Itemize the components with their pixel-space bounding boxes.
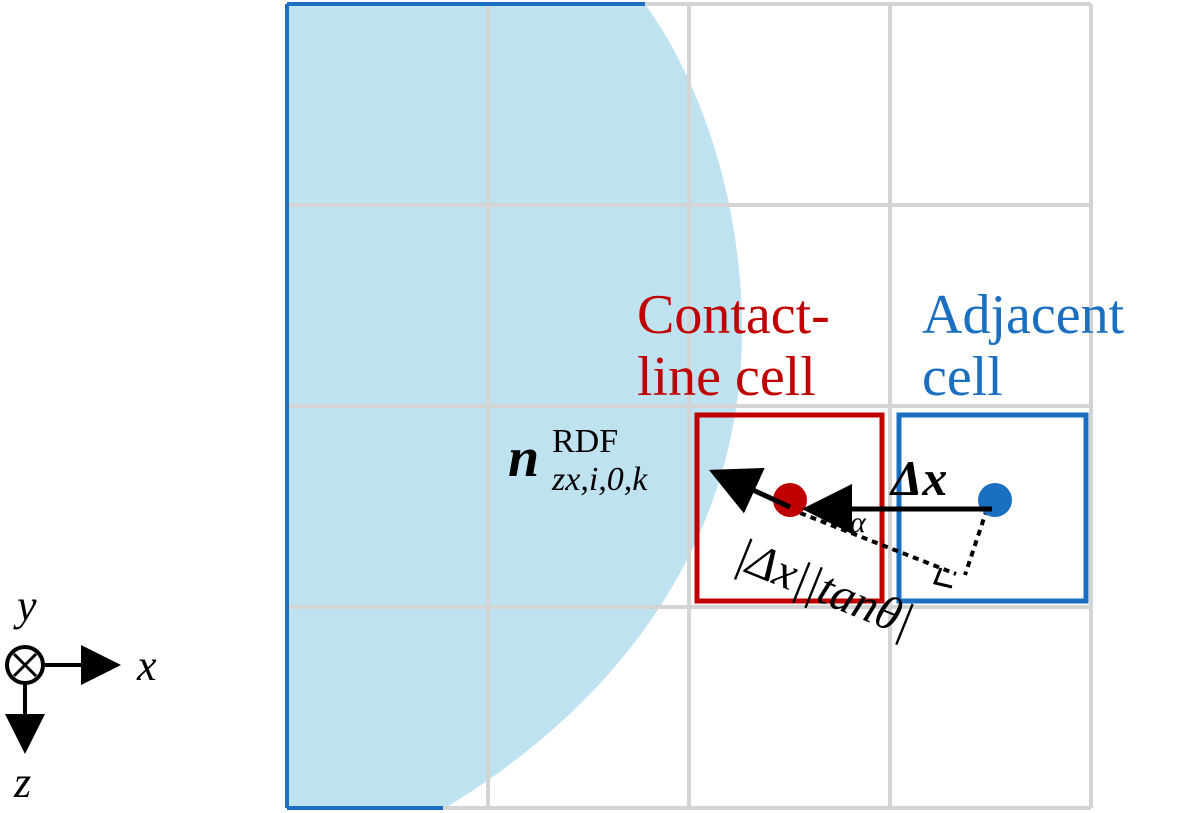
construction-lines: [789, 507, 989, 576]
right-angle-mark: [932, 567, 953, 589]
normal-vector-sup: RDF: [552, 423, 618, 460]
adjacent-cell-label-line1: Adjacent: [922, 284, 1125, 346]
contact-line-cell-label-line2: line cell: [637, 346, 816, 408]
coordinate-axes: x y z: [5, 581, 157, 807]
adjacent-cell-center-dot: [978, 483, 1012, 517]
contact-line-cell-label: Contact- line cell: [637, 284, 844, 408]
y-axis-label: y: [13, 581, 37, 630]
delta-x-label: Δx: [889, 450, 947, 506]
normal-vector-arrow: [708, 467, 792, 514]
z-axis-label: z: [13, 758, 31, 807]
contact-cell-center-dot: [773, 483, 807, 517]
normal-vector-label: n: [508, 427, 539, 489]
x-axis-label: x: [136, 641, 157, 690]
length-label: |Δx||tanθ|: [728, 528, 921, 647]
adjacent-cell-label-line2: cell: [922, 346, 1003, 408]
solid-wall-boundary: [285, 2, 645, 810]
contact-line-cell-label-line1: Contact-: [637, 284, 830, 346]
adjacent-cell-label: Adjacent cell: [922, 284, 1138, 408]
alpha-label: α: [850, 506, 867, 539]
normal-vector-sub: zx,i,0,k: [551, 461, 648, 498]
